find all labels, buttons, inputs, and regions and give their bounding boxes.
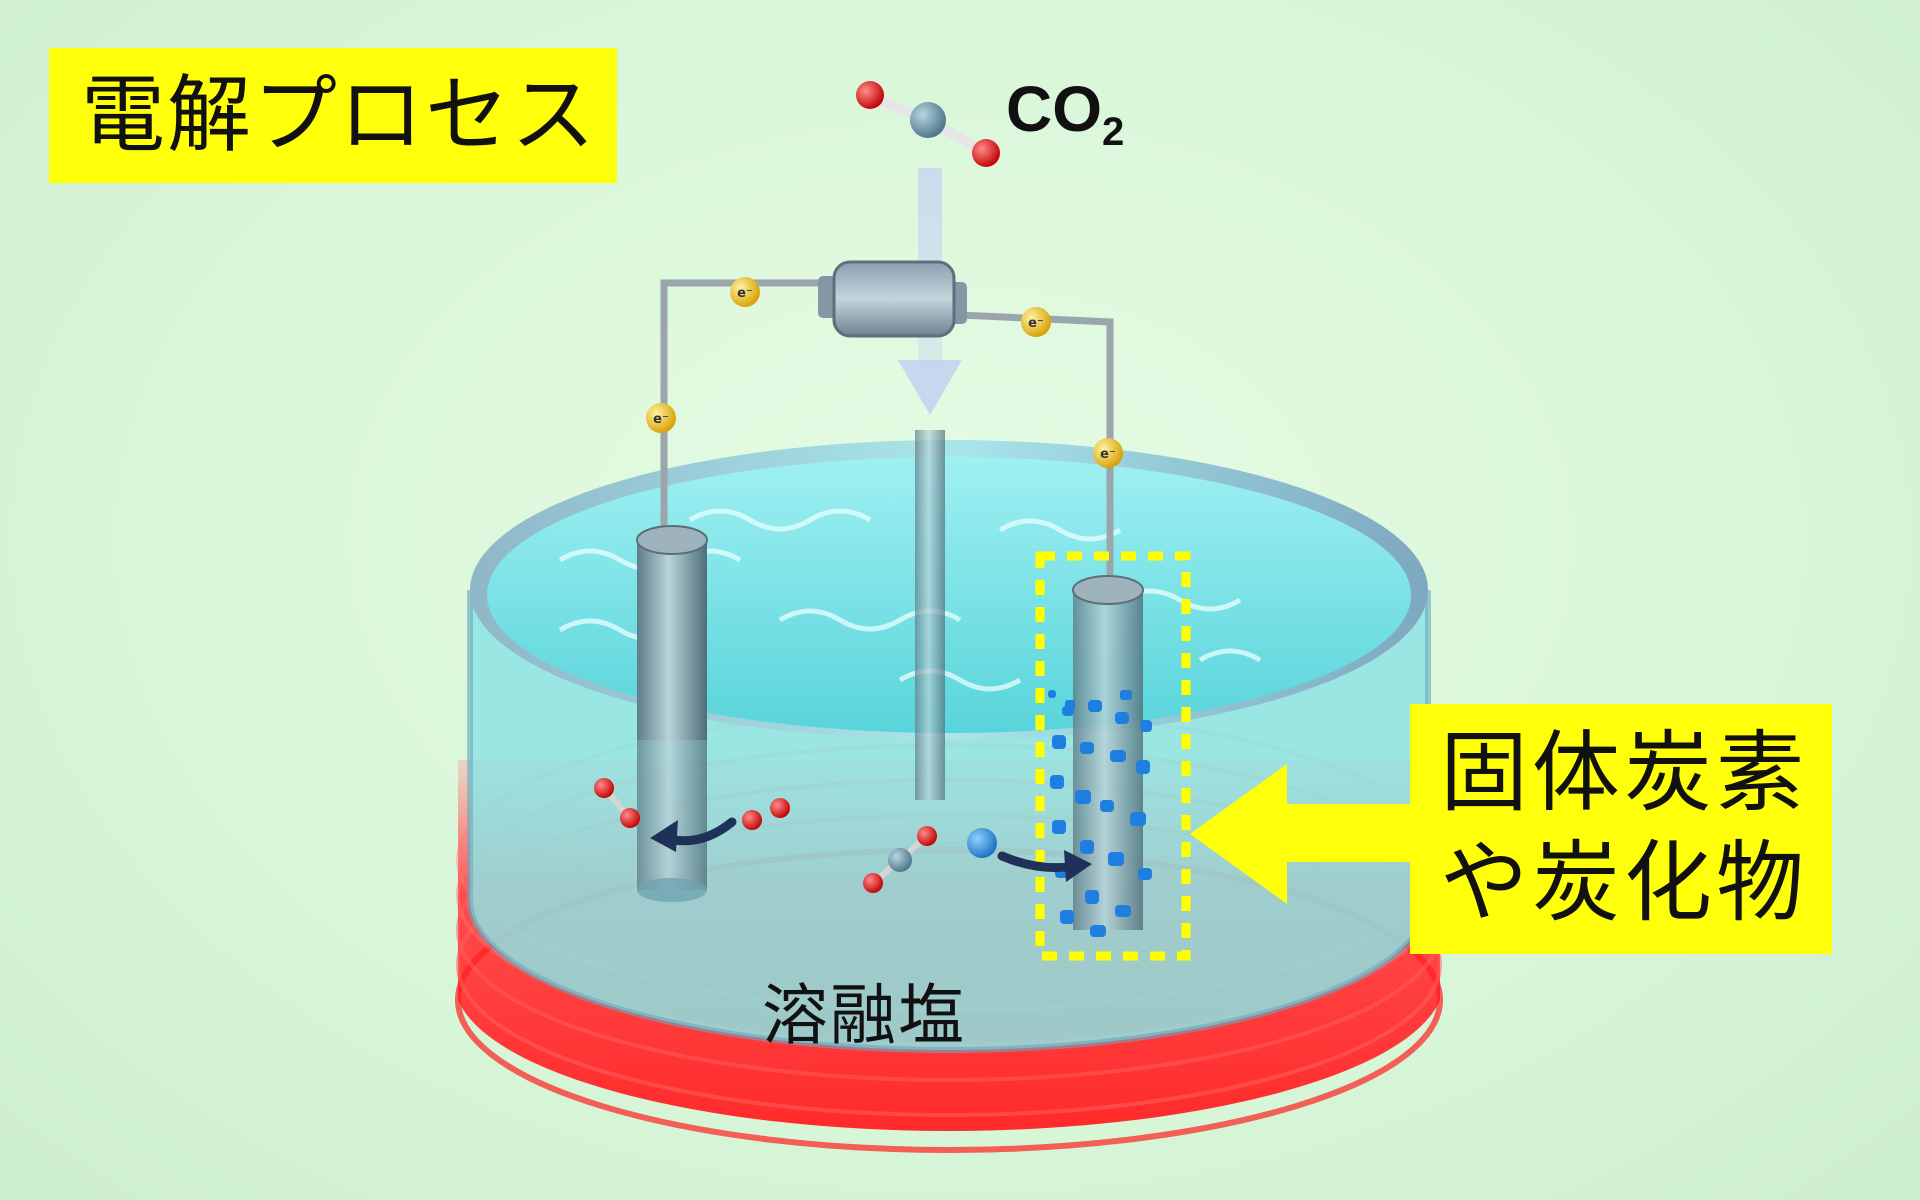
carbon-deposit-icon xyxy=(1048,690,1152,937)
pointer-arrow-icon xyxy=(1190,764,1420,904)
cathode-icon xyxy=(1072,575,1144,930)
svg-text:e⁻: e⁻ xyxy=(737,286,753,301)
product-label-line2: や炭化物 xyxy=(1440,831,1809,934)
svg-text:e⁻: e⁻ xyxy=(1028,316,1044,331)
product-label: 固体炭素 や炭化物 xyxy=(1410,704,1832,954)
svg-text:e⁻: e⁻ xyxy=(1100,447,1116,462)
molten-salt-label: 溶融塩 xyxy=(762,977,966,1054)
product-label-line1: 固体炭素 xyxy=(1440,721,1809,824)
page-title: 電解プロセス xyxy=(49,48,617,183)
pointer-arrow-icon xyxy=(1064,850,1092,882)
circuit-wires xyxy=(660,279,1114,575)
anode-icon xyxy=(636,525,708,902)
deposit-highlight-box xyxy=(1035,551,1191,961)
electron-icon: e⁻ xyxy=(646,403,676,433)
co2-label: CO2 xyxy=(1006,73,1125,154)
oxygen-molecule-icon xyxy=(594,778,640,828)
electron-icon: e⁻ xyxy=(1021,307,1051,337)
co2-molecule-icon xyxy=(856,81,1000,167)
pointer-arrow-icon xyxy=(650,820,678,852)
vessel xyxy=(467,440,1431,1053)
oxide-ions xyxy=(742,798,790,830)
electron-markers: e⁻ e⁻ e⁻ e⁻ xyxy=(646,277,1123,468)
carbonate-ion-icon xyxy=(863,826,937,893)
electron-icon: e⁻ xyxy=(730,277,760,307)
power-supply-icon xyxy=(818,260,967,338)
electron-icon: e⁻ xyxy=(1093,438,1123,468)
svg-text:e⁻: e⁻ xyxy=(653,412,669,427)
carbon-ion xyxy=(967,828,997,858)
